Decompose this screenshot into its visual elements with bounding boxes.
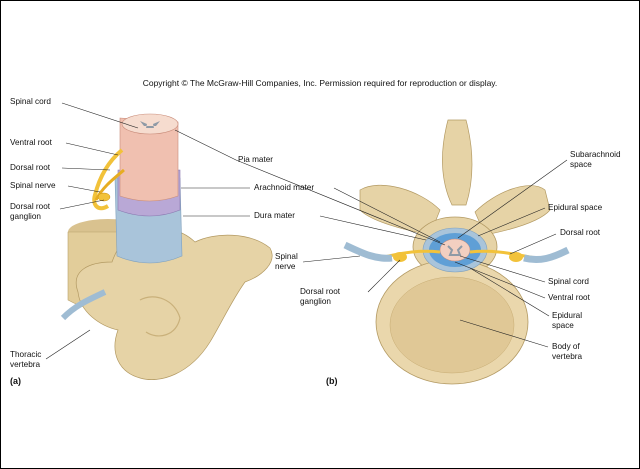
label-thoracic-vertebra: Thoracic vertebra [10, 350, 41, 369]
label-subarachnoid-space: Subarachnoid space [570, 150, 621, 169]
panel-b-artwork [345, 120, 568, 384]
label-dorsal-root-ganglion-a-line2: ganglion [10, 212, 50, 222]
label-dorsal-root-ganglion-b-line2: ganglion [300, 297, 340, 307]
label-thoracic-vertebra-line2: vertebra [10, 360, 41, 370]
label-dorsal-root-ganglion-a: Dorsal root ganglion [10, 202, 50, 221]
label-spinal-nerve-b-line1: Spinal [275, 252, 298, 262]
label-spinal-nerve-a: Spinal nerve [10, 181, 56, 191]
label-pia-mater: Pia mater [238, 155, 273, 165]
label-ventral-root-b: Ventral root [548, 293, 590, 303]
panel-b-label: (b) [326, 376, 338, 386]
label-arachnoid-mater: Arachnoid mater [254, 183, 314, 193]
label-epidural-space-bottom-line2: space [552, 321, 582, 331]
label-ventral-root-a: Ventral root [10, 138, 52, 148]
label-dorsal-root-b: Dorsal root [560, 228, 600, 238]
label-thoracic-vertebra-line1: Thoracic [10, 350, 41, 360]
spinous-process [442, 120, 472, 205]
label-body-of-vertebra-line1: Body of [552, 342, 582, 352]
label-spinal-nerve-b-line2: nerve [275, 262, 298, 272]
spinal-nerve-b-left [345, 245, 392, 258]
label-dorsal-root-ganglion-a-line1: Dorsal root [10, 202, 50, 212]
label-dura-mater: Dura mater [254, 211, 295, 221]
label-spinal-cord-b: Spinal cord [548, 277, 589, 287]
label-subarachnoid-space-line2: space [570, 160, 621, 170]
label-body-of-vertebra: Body of vertebra [552, 342, 582, 361]
label-dorsal-root-ganglion-b: Dorsal root ganglion [300, 287, 340, 306]
label-dorsal-root-ganglion-b-line1: Dorsal root [300, 287, 340, 297]
label-spinal-cord-a: Spinal cord [10, 97, 51, 107]
label-dorsal-root-a: Dorsal root [10, 163, 50, 173]
label-subarachnoid-space-line1: Subarachnoid [570, 150, 621, 160]
panel-a-label: (a) [10, 376, 21, 386]
label-epidural-space-bottom: Epidural space [552, 311, 582, 330]
panel-a-artwork [63, 114, 272, 380]
label-body-of-vertebra-line2: vertebra [552, 352, 582, 362]
label-spinal-nerve-b: Spinal nerve [275, 252, 298, 271]
label-epidural-space-bottom-line1: Epidural [552, 311, 582, 321]
label-epidural-space-top: Epidural space [548, 203, 602, 213]
